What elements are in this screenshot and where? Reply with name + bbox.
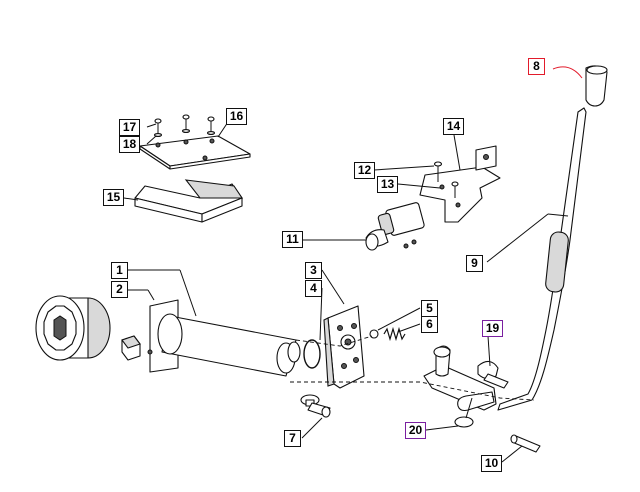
callout-20: 20	[405, 422, 426, 439]
callout-14: 14	[443, 118, 464, 135]
part-6-spring	[383, 326, 406, 342]
callout-2: 2	[111, 281, 128, 298]
part-2-splined-coupling	[35, 295, 111, 361]
callout-15: 15	[103, 189, 124, 206]
callout-16: 16	[226, 108, 247, 125]
part-9-shift-lever	[497, 107, 587, 411]
part-4-o-ring	[303, 339, 321, 369]
callout-13: 13	[377, 176, 398, 193]
part-15-bracket	[134, 179, 244, 223]
part-2-key	[121, 335, 141, 361]
part-8-knob	[585, 65, 608, 107]
callout-1: 1	[111, 262, 128, 279]
part-16-cover-plate	[139, 135, 251, 170]
part-11-switch	[365, 202, 425, 251]
callout-6: 6	[421, 316, 438, 333]
callout-5: 5	[421, 300, 438, 317]
part-12-screw	[433, 161, 443, 182]
callout-18: 18	[119, 136, 140, 153]
part-1-shaft	[147, 299, 301, 377]
callout-10: 10	[481, 455, 502, 472]
part-17-screws	[153, 114, 216, 138]
part-13-screw	[451, 181, 459, 198]
callout-3: 3	[305, 262, 322, 279]
part-5-ball	[369, 329, 379, 339]
callout-12: 12	[354, 162, 375, 179]
callout-17: 17	[119, 119, 140, 136]
part-10-pin	[510, 434, 541, 453]
callout-19: 19	[482, 320, 503, 337]
part-19-20-pivot-bracket	[423, 345, 509, 428]
part-7-bolt	[300, 394, 331, 418]
callout-7: 7	[284, 430, 301, 447]
callout-4: 4	[305, 280, 322, 297]
callout-8: 8	[528, 58, 545, 75]
part-14-bracket	[419, 145, 501, 223]
part-3-mounting-plate	[323, 305, 365, 389]
callout-9: 9	[466, 255, 483, 272]
callout-11: 11	[282, 231, 303, 248]
